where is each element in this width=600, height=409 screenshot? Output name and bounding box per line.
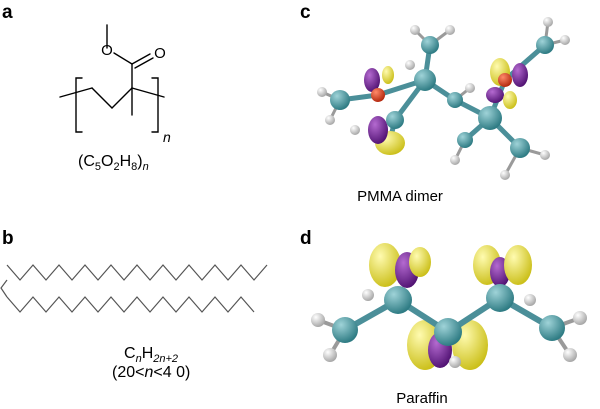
paraffin-formula: CnH2n+2 [124,345,178,365]
oxygen-label-carbonyl: O [154,45,166,62]
pmma-formula-sub-c: 5 [94,161,102,174]
pmma-formula: (C5O2H8)n [78,153,149,173]
paraffin-range-n: n [144,364,154,381]
oxygen-label-ester: O [101,42,113,59]
pmma-formula-close: ) [137,153,143,170]
caption-pmma-dimer: PMMA dimer [357,188,443,205]
repeat-index-n: n [163,129,171,145]
pmma-formula-sub-o: 2 [113,161,120,174]
pmma-formula-sub-h: 8 [131,161,138,174]
paraffin-range-close: <4 0) [153,364,191,381]
panel-letter-c: c [300,2,311,23]
paraffin-formula-h: H [141,345,154,362]
paraffin-formula-c: C [124,345,136,362]
atoms-d [311,284,587,368]
paraffin-range-open: (20< [112,364,145,381]
panel-letter-b: b [2,228,14,249]
paraffin-formula-sub-h: 2n+2 [153,353,179,366]
paraffin-range: (20<n<4 0) [112,364,190,382]
panel-letter-a: a [2,2,13,23]
panel-letter-d: d [300,228,312,249]
pmma-formula-sub-n: n [142,161,149,174]
pmma-formula-o: O [101,153,114,170]
paraffin-formula-sub-n: n [135,353,142,366]
pmma-formula-open: (C [78,153,95,170]
pmma-structure: O O n [59,24,171,145]
paraffin-chain [0,264,268,313]
pmma-formula-h: H [119,153,132,170]
atoms-c [317,17,570,180]
caption-paraffin: Paraffin [396,390,448,407]
